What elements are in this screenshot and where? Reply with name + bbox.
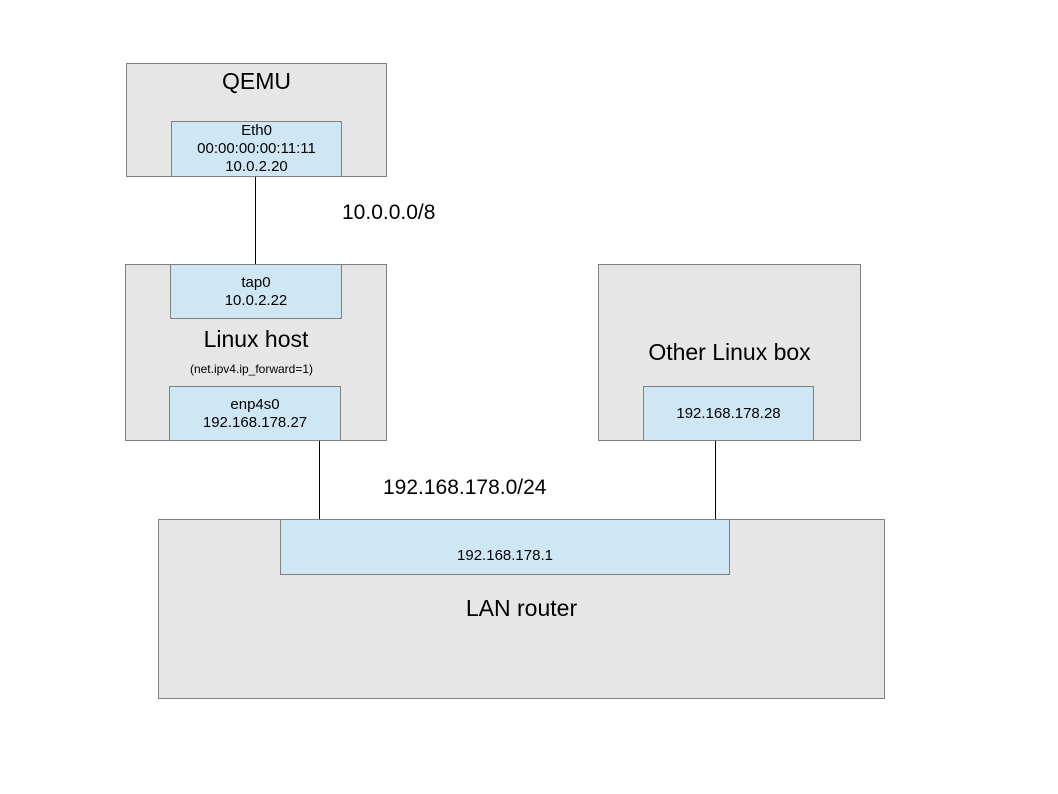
lan-router-interface: 192.168.178.1 [280, 519, 730, 575]
enp4s0-name: enp4s0 [230, 395, 280, 413]
ip-forward-note: (net.ipv4.ip_forward=1) [189, 362, 314, 376]
other-linux-box-interface: 192.168.178.28 [643, 386, 814, 441]
eth0-ip: 10.0.2.20 [225, 158, 288, 175]
eth0-mac: 00:00:00:00:11:11 [197, 140, 316, 157]
lan-router-ip: 192.168.178.1 [457, 547, 553, 564]
enp4s0-interface: enp4s0 192.168.178.27 [169, 386, 341, 441]
qemu-eth0-interface: Eth0 00:00:00:00:11:11 10.0.2.20 [171, 121, 342, 177]
tap-network-label: 10.0.0.0/8 [342, 201, 436, 224]
lan-network-label: 192.168.178.0/24 [383, 476, 547, 499]
other-linux-box-ip: 192.168.178.28 [676, 404, 781, 422]
tap0-name: tap0 [241, 273, 271, 291]
tap0-ip: 10.0.2.22 [224, 291, 288, 309]
other-linux-box-title: Other Linux box [648, 339, 811, 365]
linux-host-title: Linux host [203, 326, 309, 352]
lan-router-title: LAN router [465, 595, 578, 621]
enp4s0-ip: 192.168.178.27 [202, 413, 308, 431]
eth0-name: Eth0 [241, 122, 272, 139]
tap0-interface: tap0 10.0.2.22 [170, 264, 342, 319]
qemu-title: QEMU [222, 68, 291, 94]
